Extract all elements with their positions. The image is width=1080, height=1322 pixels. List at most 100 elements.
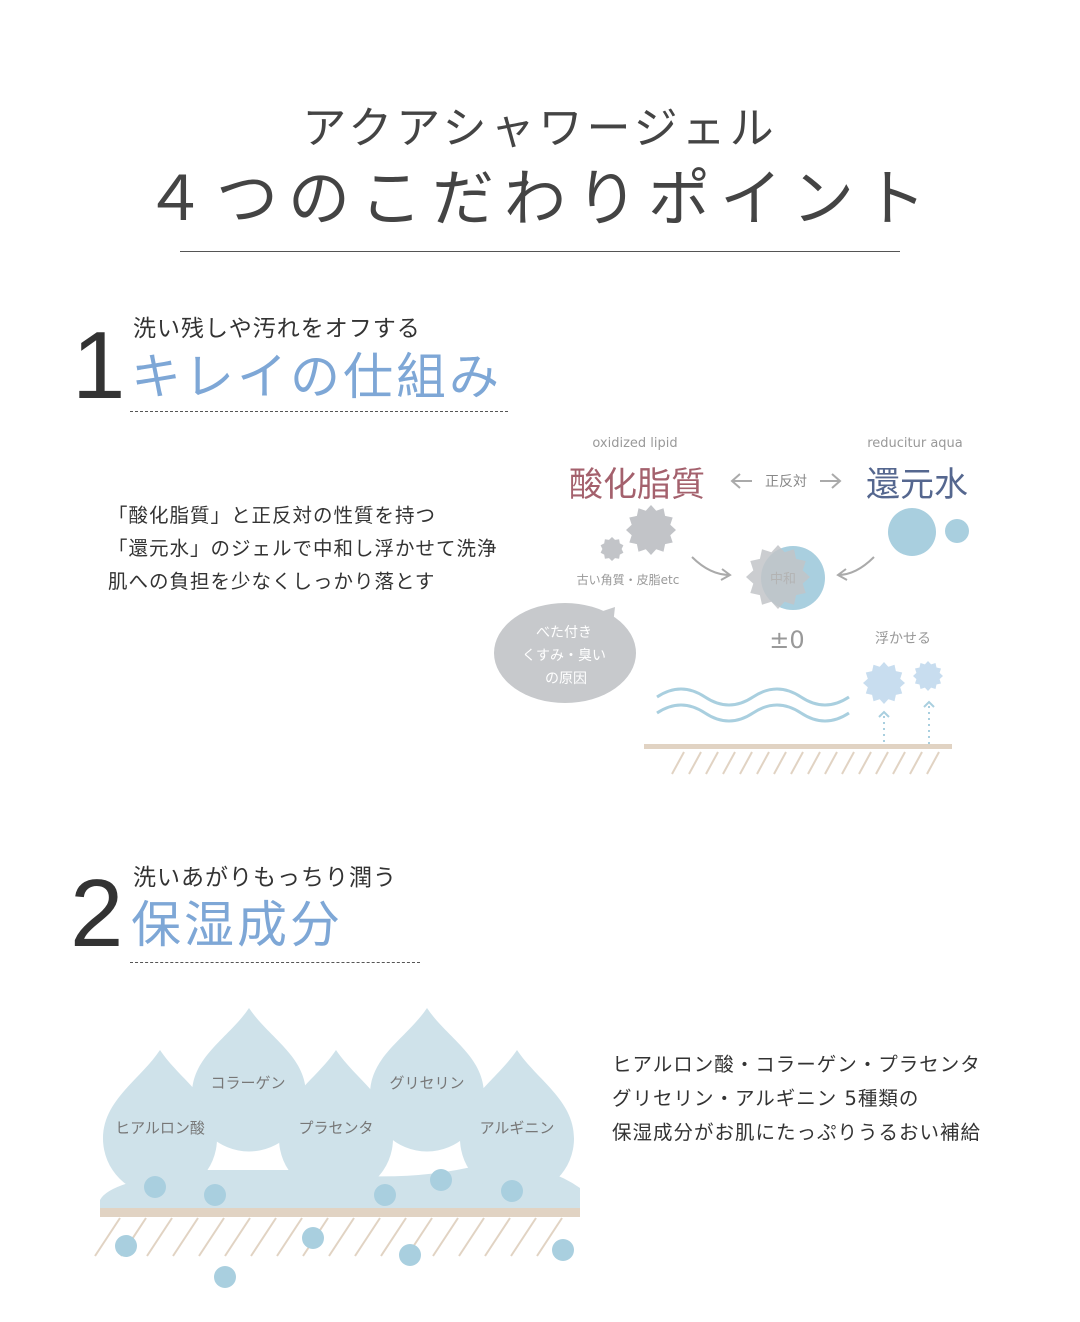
hatch-line [926,751,940,775]
section1-number: 1 [72,312,126,419]
hatch-line [224,1217,251,1257]
hatch-line [892,751,906,775]
lipid-particle-small [600,537,624,561]
ingredient-label: ヒアルロン酸 [115,1119,205,1137]
hatch-line [432,1217,459,1257]
floating-particle [913,661,943,691]
skin-surface [100,1208,580,1217]
ingredient-label: グリセリン [389,1074,464,1092]
moisture-dot [214,1266,236,1288]
ingredient-label: プラセンタ [298,1119,373,1137]
section2-underline [130,962,420,963]
ingredient-drop [192,1008,306,1152]
hatch-line [198,1217,225,1257]
paragraph-line: 保湿成分がお肌にたっぷりうるおい補給 [612,1121,982,1144]
floating-particle [863,662,905,704]
skin-surface [644,744,952,749]
moisture-dot [374,1184,396,1206]
water-label: 還元水 [866,465,968,505]
lipid-label: 酸化脂質 [569,465,705,505]
ingredient-drop [279,1050,393,1196]
moisture-dot [501,1180,523,1202]
water-waves [656,687,850,723]
water-bubble-large [888,508,936,556]
left-en-label: oxidized lipid [592,436,677,451]
right-arrow-icon [820,473,842,489]
hatch-line [773,751,787,775]
title-divider [180,251,900,252]
skin-hatching [671,751,940,775]
hatch-line [858,751,872,775]
moisture-dot [430,1169,452,1191]
neutralize-label: 中和 [770,572,796,587]
hatch-line [250,1217,277,1257]
ingredient-drop [460,1050,574,1196]
paragraph-line: 「還元水」のジェルで中和し浮かせて洗浄 [108,537,498,560]
ingredient-label: アルギニン [480,1119,555,1137]
opposite-label: 正反対 [765,474,807,490]
hatch-line [756,751,770,775]
hatch-line [824,751,838,775]
section2-heading: 保湿成分 [131,896,343,954]
float-label: 浮かせる [875,631,931,647]
page-title-line2: ４つのこだわりポイント [143,162,936,235]
hatch-line [380,1217,407,1257]
hatch-line [354,1217,381,1257]
hatch-line [722,751,736,775]
hatch-line [807,751,821,775]
paragraph-line: ヒアルロン酸・コラーゲン・プラセンタ [612,1053,981,1076]
svg-text:の原因: の原因 [545,671,587,687]
hatch-line [875,751,889,775]
hatch-line [484,1217,511,1257]
moisture-diagram: ヒアルロン酸 コラーゲン プラセンタ グリセリン アルギニン [94,1008,580,1288]
moisture-dot [115,1235,137,1257]
hatch-line [671,751,685,775]
hatch-line [94,1217,121,1257]
speech-bubble: べた付き くすみ・臭い の原因 [494,603,636,703]
hatch-line [841,751,855,775]
ingredient-label: コラーゲン [210,1074,285,1092]
hatch-line [510,1217,537,1257]
svg-text:くすみ・臭い: くすみ・臭い [522,648,606,664]
section1-subtitle: 洗い残しや汚れをオフする [133,316,421,342]
hatch-line [172,1217,199,1257]
hatch-line [790,751,804,775]
section1-underline [130,411,508,412]
hatch-line [328,1217,355,1257]
moisture-dot [552,1239,574,1261]
section1-heading: キレイの仕組み [131,348,502,406]
hatch-line [739,751,753,775]
right-en-label: reducitur aqua [867,436,963,451]
hatch-line [909,751,923,775]
section2-number: 2 [70,860,124,967]
hatch-line [276,1217,303,1257]
paragraph-line: グリセリン・アルギニン 5種類の [612,1087,920,1110]
page-title-line1: アクアシャワージェル [302,103,778,154]
curved-arrow-icon [691,556,732,581]
paragraph-line: 「酸化脂質」と正反対の性質を持つ [108,504,437,527]
section1-paragraph: 「酸化脂質」と正反対の性質を持つ 「還元水」のジェルで中和し浮かせて洗浄 肌への… [108,499,498,598]
svg-text:べた付き: べた付き [536,625,592,641]
lipid-particle-large [626,505,676,555]
section2-paragraph: ヒアルロン酸・コラーゲン・プラセンタ グリセリン・アルギニン 5種類の 保湿成分… [612,1048,981,1150]
hatch-line [146,1217,173,1257]
hatch-line [458,1217,485,1257]
left-arrow-icon [730,473,752,489]
moisture-dot [302,1227,324,1249]
moisture-dot [204,1184,226,1206]
neutralized-particle [746,545,810,609]
curved-arrow-icon [836,556,875,581]
balance-label: ±0 [769,626,804,654]
section2-subtitle: 洗いあがりもっちり潤う [133,865,397,891]
water-bubble-small [945,519,969,543]
hatch-line [705,751,719,775]
moisture-dot [144,1176,166,1198]
moisture-dot [399,1244,421,1266]
ingredient-drop [370,1008,484,1152]
left-caption: 古い角質・皮脂etc [577,572,680,587]
up-chevron-icon [878,700,935,718]
up-arrow-icon [883,706,930,744]
hatch-line [536,1217,563,1257]
ingredient-drop [103,1050,217,1196]
